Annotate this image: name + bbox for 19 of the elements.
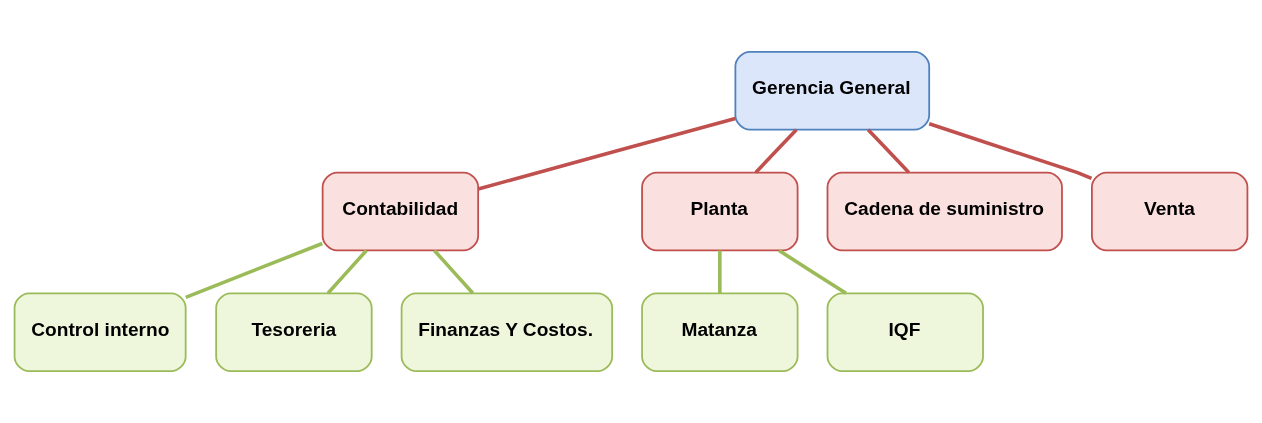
connector bbox=[928, 122, 1093, 180]
node-box: Venta bbox=[1091, 171, 1249, 252]
connector bbox=[778, 249, 847, 295]
node-box: Control interno bbox=[13, 292, 187, 373]
node-box: Tesoreria bbox=[215, 292, 373, 373]
connector bbox=[718, 250, 722, 294]
connector bbox=[477, 116, 736, 191]
node-box: Finanzas Y Costos. bbox=[400, 292, 614, 373]
connector bbox=[185, 241, 323, 300]
node-box: Matanza bbox=[641, 292, 799, 373]
connector bbox=[866, 128, 911, 174]
node-box: Contabilidad bbox=[321, 171, 480, 252]
node-box: IQF bbox=[826, 292, 984, 373]
node-box: Gerencia General bbox=[734, 50, 931, 131]
connector bbox=[433, 249, 475, 295]
connector bbox=[326, 249, 368, 295]
node-box: Cadena de suministro bbox=[826, 171, 1063, 252]
node-box: Planta bbox=[641, 171, 799, 252]
connector bbox=[754, 128, 798, 174]
